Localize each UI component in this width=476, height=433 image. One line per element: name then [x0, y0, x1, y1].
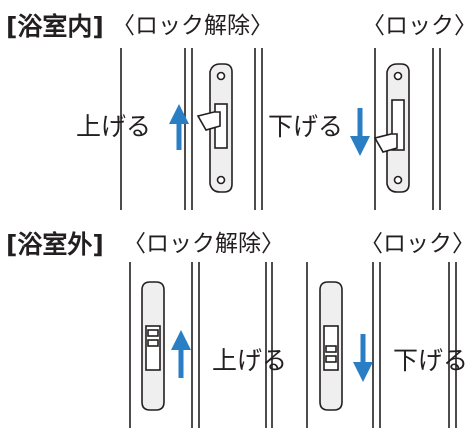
inside-unlock-handle	[196, 63, 233, 193]
inside-lock-handle	[373, 63, 410, 193]
outside-door-frame	[129, 262, 457, 428]
outside-section-title: [浴室外]	[6, 230, 104, 259]
inside-unlock-label: 〈ロック解除〉	[112, 13, 273, 39]
inside-raise-label: 上げる	[76, 112, 152, 141]
outside-raise-label: 上げる	[212, 346, 288, 375]
inside-door-frame	[120, 48, 441, 210]
inside-lock-label: 〈ロック〉	[362, 13, 476, 39]
inside-lower-label: 下げる	[268, 112, 344, 141]
outside-lock-handle	[319, 281, 343, 411]
outside-unlock-label: 〈ロック解除〉	[123, 231, 284, 257]
outside-unlock-handle	[141, 281, 165, 411]
inside-section-title: [浴室内]	[6, 12, 104, 41]
outside-lock-label: 〈ロック〉	[360, 231, 475, 257]
